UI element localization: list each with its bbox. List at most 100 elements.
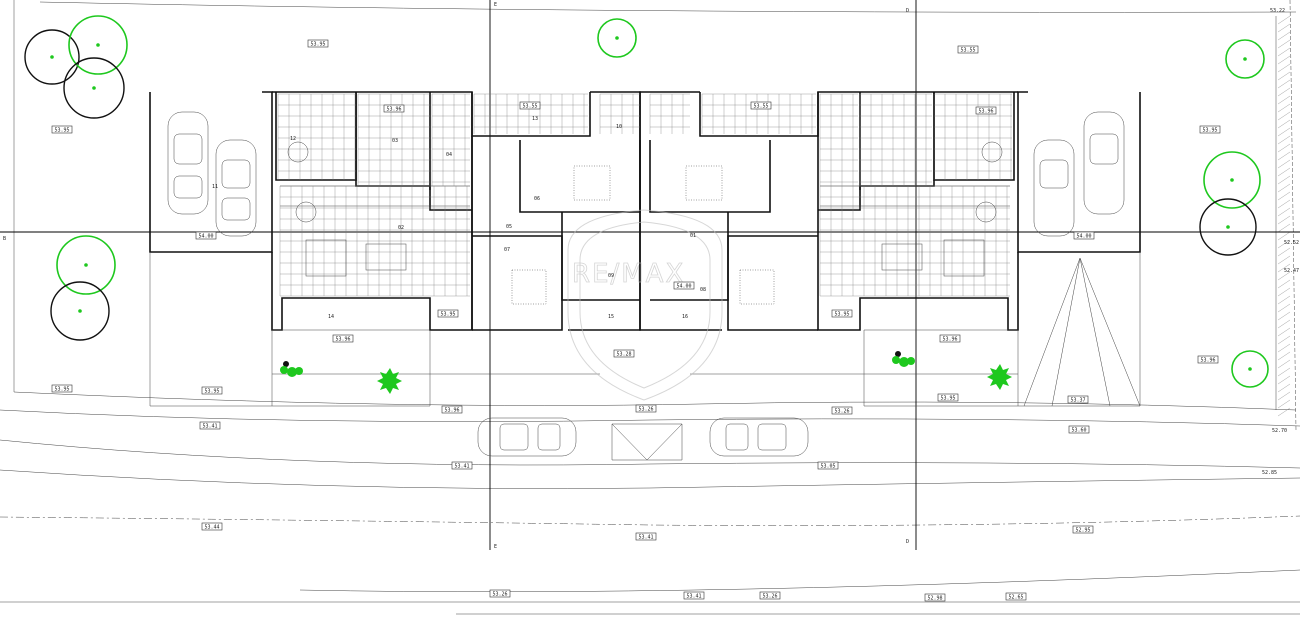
level-label-text: 52.98 xyxy=(927,596,942,602)
tree-circle xyxy=(68,15,128,75)
room-number: 07 xyxy=(504,247,510,253)
level-label: 53.95 xyxy=(437,309,459,318)
level-label-text: 53.95 xyxy=(204,389,219,395)
level-labels: 53.95 53.55 53.95 53.95 53.96 53.55 53.55 53.96… xyxy=(51,39,1221,602)
level-label: 53.96 xyxy=(441,405,463,414)
level-label: 53.37 xyxy=(1067,395,1089,404)
level-label: 53.28 xyxy=(613,349,635,358)
edge-value: 52.47 xyxy=(1284,268,1299,274)
level-label-text: 53.96 xyxy=(444,408,459,414)
level-label-text: 53.96 xyxy=(386,107,401,113)
level-label-text: 54.00 xyxy=(198,234,213,240)
level-label: 53.55 xyxy=(750,101,772,110)
level-label-text: 53.55 xyxy=(522,104,537,110)
level-label: 53.95 xyxy=(51,125,73,134)
level-label-text: 53.95 xyxy=(54,387,69,393)
axis-mark-bottom-a: E xyxy=(494,544,497,550)
level-label: 53.26 xyxy=(489,589,511,598)
level-label-text: 53.44 xyxy=(204,525,219,531)
edge-value: 52.70 xyxy=(1272,428,1287,434)
level-label: 52.65 xyxy=(1005,592,1027,601)
remax-watermark: RE/MAX xyxy=(567,209,723,401)
level-label: 53.26 xyxy=(831,406,853,415)
edge-value: 52.85 xyxy=(1262,470,1277,476)
level-label: 53.96 xyxy=(383,104,405,113)
tree-circle xyxy=(56,235,116,295)
level-label-text: 53.60 xyxy=(1071,428,1086,434)
dining-table-left xyxy=(287,141,407,277)
level-label: 53.44 xyxy=(201,522,223,531)
level-label-text: 53.95 xyxy=(440,312,455,318)
level-label: 53.96 xyxy=(1197,355,1219,364)
level-label-text: 53.96 xyxy=(1200,358,1215,364)
level-label: 53.95 xyxy=(937,393,959,402)
room-number: 15 xyxy=(608,314,614,320)
room-number: 05 xyxy=(506,224,512,230)
room-number: 09 xyxy=(608,273,614,279)
hatched-wall: /* hatch generated below */ xyxy=(1277,15,1291,417)
room-number: 14 xyxy=(328,314,334,320)
level-label-text: 53.05 xyxy=(820,464,835,470)
building-left xyxy=(149,91,641,331)
tree-circle xyxy=(1231,350,1269,388)
axis-mark-top-a: E xyxy=(494,2,497,8)
edge-values: 52.70 52.47 52.52 52.85 53.22 xyxy=(1262,8,1299,476)
level-label-text: 53.26 xyxy=(638,407,653,413)
car-garage-left-a xyxy=(167,111,209,215)
tree-circle xyxy=(597,18,637,58)
level-label-text: 53.41 xyxy=(686,594,701,600)
tree-circle xyxy=(1203,151,1261,209)
level-label: 53.55 xyxy=(957,45,979,54)
level-label: 53.26 xyxy=(635,404,657,413)
tree-circle xyxy=(24,29,80,85)
level-label: 53.41 xyxy=(451,461,473,470)
level-label-text: 53.95 xyxy=(310,42,325,48)
level-label: 53.95 xyxy=(1199,125,1221,134)
level-label: 53.41 xyxy=(683,591,705,600)
car-garage-right-a xyxy=(1033,139,1075,237)
car-street-right xyxy=(709,417,809,457)
room-number: 13 xyxy=(532,116,538,122)
watermark-text: RE/MAX xyxy=(572,259,685,289)
level-label-text: 53.41 xyxy=(454,464,469,470)
room-number: 06 xyxy=(534,196,540,202)
level-label-text: 53.26 xyxy=(492,592,507,598)
level-label-text: 53.95 xyxy=(940,396,955,402)
level-label: 53.96 xyxy=(975,106,997,115)
level-label-text: 53.96 xyxy=(942,337,957,343)
room-number: 08 xyxy=(700,287,706,293)
level-label-text: 52.95 xyxy=(1075,528,1090,534)
site-boundary xyxy=(0,0,1300,615)
shrubs xyxy=(280,351,1012,394)
level-label-text: 53.95 xyxy=(834,312,849,318)
room-number: 11 xyxy=(212,184,218,190)
floor-tiles xyxy=(277,93,1012,297)
edge-value: 53.22 xyxy=(1270,8,1285,14)
level-label-text: 53.95 xyxy=(1202,128,1217,134)
yard-areas xyxy=(149,252,1141,461)
car-garage-right-b xyxy=(1083,111,1125,215)
room-number: 02 xyxy=(398,225,404,231)
level-label: 53.95 xyxy=(307,39,329,48)
level-label-text: 52.65 xyxy=(1008,595,1023,601)
axis-mark-left: B xyxy=(3,236,6,242)
level-label: 54.00 xyxy=(1073,231,1095,240)
tree-circle xyxy=(1225,39,1265,79)
level-label: 53.95 xyxy=(831,309,853,318)
level-label-text: 53.95 xyxy=(54,128,69,134)
level-label: 53.55 xyxy=(519,101,541,110)
tree-circle xyxy=(50,281,110,341)
level-label: 53.60 xyxy=(1068,425,1090,434)
edge-value: 52.52 xyxy=(1284,240,1299,246)
level-label-text: 54.00 xyxy=(676,284,691,290)
level-label-text: 53.96 xyxy=(335,337,350,343)
room-number: 12 xyxy=(290,136,296,142)
tree-circle xyxy=(63,57,125,119)
level-label: 53.96 xyxy=(939,334,961,343)
beds xyxy=(511,165,775,305)
room-number: 01 xyxy=(690,233,696,239)
level-label: 53.05 xyxy=(817,461,839,470)
level-label-text: 53.41 xyxy=(202,424,217,430)
